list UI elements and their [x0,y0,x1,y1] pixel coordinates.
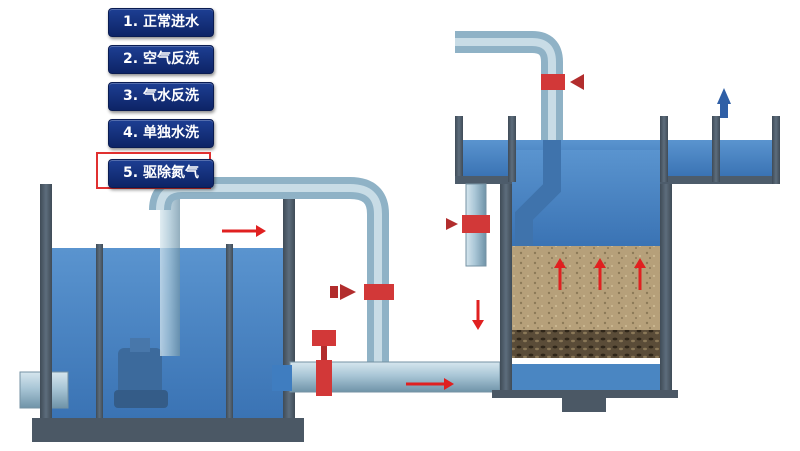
step-button-air-water-backwash[interactable]: 3. 气水反洗 [108,82,214,111]
filter-plenum [500,364,664,392]
filter-sump [562,392,606,412]
step-button-air-backwash[interactable]: 2. 空气反洗 [108,45,214,74]
valve-icon[interactable] [312,330,336,396]
filter-wall-outer-right [772,116,780,184]
flow-arrow-icon [554,258,566,290]
filter-wall-left [500,176,512,390]
left-tank-wall-right [283,184,295,418]
filter-weir-1 [508,116,516,182]
pump-icon [114,338,168,408]
step-button-normal-inflow[interactable]: 1. 正常进水 [108,8,214,37]
valve-icon[interactable] [541,74,584,90]
step-button-water-wash[interactable]: 4. 单独水洗 [108,119,214,148]
vent-icon [717,88,731,118]
filter-gravel-layer [512,330,660,358]
step-button-nitrogen-purge[interactable]: 5. 驱除氮气 [108,159,214,188]
filter-trough-bottom [455,176,512,184]
filter-trough-left [455,116,463,182]
left-tank-wall-outer [40,184,52,418]
left-tank-divider-2 [226,244,233,418]
drain-pipe [446,183,490,267]
filter-weir-3 [712,116,720,182]
flow-arrow-icon [594,258,606,290]
filter-weir-2 [660,116,668,182]
flow-arrow-icon [406,378,454,390]
filter-sand-layer [512,246,660,330]
valve-icon[interactable] [330,284,394,300]
flow-arrow-icon [222,225,266,237]
pump-riser-pipe [149,177,389,364]
flow-arrow-icon [472,300,484,330]
filter-tank [455,116,780,412]
backwash-inlet-pipe [455,31,563,246]
left-tank-floor [32,418,304,442]
left-tank-divider-1 [96,244,103,418]
transfer-pipe [272,361,501,393]
filter-wall-right [660,176,672,390]
flow-arrow-icon [634,258,646,290]
